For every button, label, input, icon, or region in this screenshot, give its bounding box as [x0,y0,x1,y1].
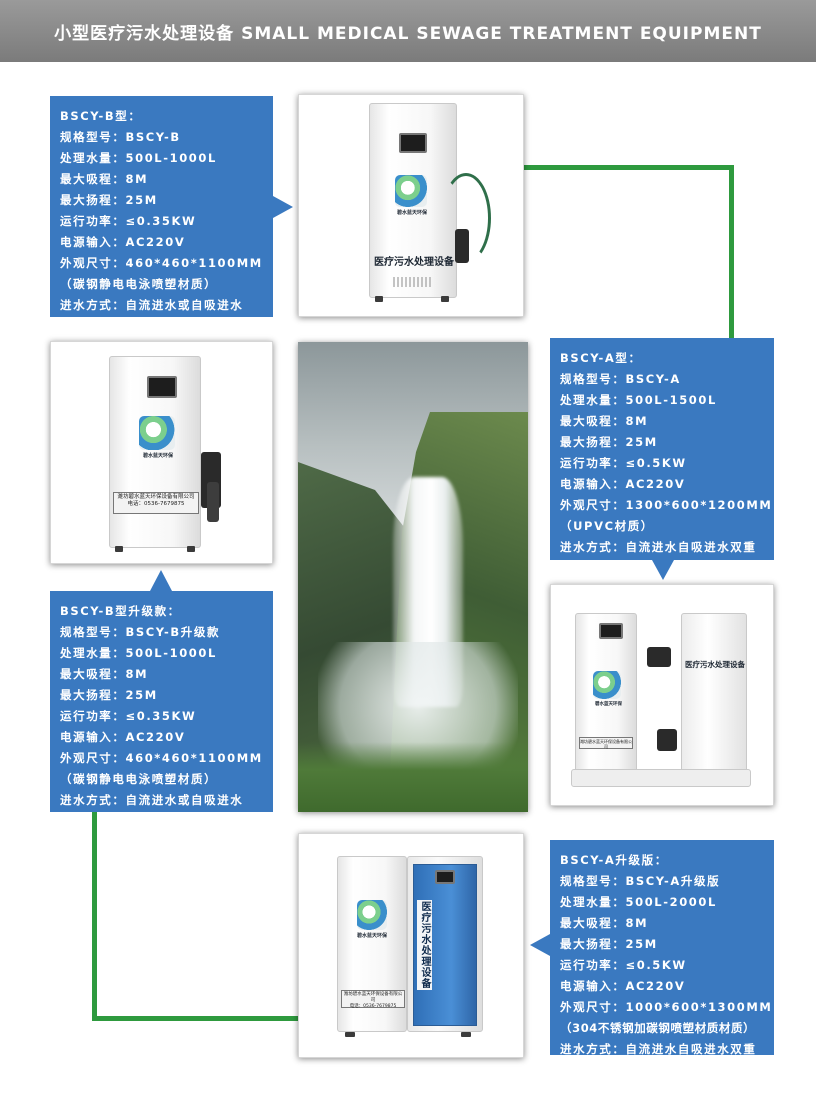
company-nameplate: 潍坊碧水蓝天环保设备有限公司 电话：0536-7679875 [341,990,405,1009]
spec-line: （碳钢静电电泳喷塑材质） [60,772,218,786]
spec-line: 最大吸程：8M [560,916,649,930]
machine-image: 碧水蓝天环保 潍坊碧水蓝天环保设备有限公司 医疗污水处理设备 [571,613,755,789]
connector-line [729,165,734,338]
spec-panel-bscy-b: BSCY-B型： 规格型号：BSCY-B 处理水量：500L-1000L 最大吸… [50,96,273,317]
spec-line: 最大扬程：25M [560,435,658,449]
spec-line: 外观尺寸：1300*600*1200MM [560,498,773,512]
company-name: 潍坊碧水蓝天环保设备有限公司 [343,992,403,1003]
spec-line: 最大扬程：25M [560,937,658,951]
product-photo-bscy-a: 碧水蓝天环保 潍坊碧水蓝天环保设备有限公司 医疗污水处理设备 [550,584,774,806]
pointer-arrow [652,560,674,580]
spec-line: BSCY-A型： [560,351,642,365]
spec-line: 处理水量：500L-1000L [60,151,217,165]
page-title: 小型医疗污水处理设备 SMALL MEDICAL SEWAGE TREATMEN… [54,23,762,44]
logo-text: 碧水蓝天环保 [595,702,622,707]
spec-line: 运行功率：≤0.35KW [60,214,197,228]
waterfall-photo [298,342,528,812]
product-photo-bscy-a-upgrade: 碧水蓝天环保 潍坊碧水蓝天环保设备有限公司 电话：0536-7679875 医疗… [298,833,524,1058]
spec-line: 处理水量：500L-2000L [560,895,717,909]
display-screen [435,870,455,884]
spec-line: （碳钢静电电泳喷塑材质） [60,277,218,291]
spec-line: （UPVC材质） [560,519,654,533]
logo-text: 碧水蓝天环保 [143,453,174,459]
company-nameplate: 潍坊碧水蓝天环保设备有限公司 [579,737,633,749]
product-photo-bscy-b-upgrade: 碧水蓝天环保 潍坊碧水蓝天环保设备有限公司 电话：0536-7679875 [50,341,273,564]
equipment-name-label: 医疗污水处理设备 [685,660,745,669]
spec-line: 最大扬程：25M [60,688,158,702]
spec-line: 最大扬程：25M [60,193,158,207]
company-name: 潍坊碧水蓝天环保设备有限公司 [580,739,632,749]
company-nameplate: 潍坊碧水蓝天环保设备有限公司 电话：0536-7679875 [113,492,199,514]
pump [657,729,677,751]
brand-logo [593,671,621,699]
spec-line: 运行功率：≤0.5KW [560,958,687,972]
company-phone: 电话：0536-7679875 [349,1004,397,1009]
spec-line: 运行功率：≤0.5KW [560,456,687,470]
spec-line: 最大吸程：8M [60,172,149,186]
equipment-name-label: 医疗污水处理设备 [417,900,432,990]
spec-line: 电源输入：AC220V [560,477,686,491]
spec-line: 外观尺寸：460*460*1100MM [60,751,263,765]
spec-line: 规格型号：BSCY-B [60,130,181,144]
spec-line: 规格型号：BSCY-B升级款 [60,625,221,639]
spec-line: 规格型号：BSCY-A升级版 [560,874,721,888]
logo-text: 碧水蓝天环保 [357,933,388,939]
blue-door [413,864,477,1026]
company-name: 潍坊碧水蓝天环保设备有限公司 [117,494,195,500]
spec-line: 外观尺寸：1000*600*1300MM [560,1000,773,1014]
spec-line: 电源输入：AC220V [560,979,686,993]
spec-line: 进水方式：自流进水或自吸进水 [60,298,244,312]
spec-line: BSCY-A升级版： [560,853,668,867]
pump [455,229,469,263]
display-screen [599,623,623,639]
pointer-arrow [530,934,550,956]
pipe [441,173,491,263]
spec-line: 运行功率：≤0.35KW [60,709,197,723]
spec-line: 最大吸程：8M [60,667,149,681]
display-screen [399,133,427,153]
spec-panel-bscy-b-upgrade: BSCY-B型升级款： 规格型号：BSCY-B升级款 处理水量：500L-100… [50,591,273,812]
spec-line: 进水方式：自流进水自吸进水双重 [560,1042,757,1056]
spec-line: BSCY-B型： [60,109,142,123]
spec-line: 规格型号：BSCY-A [560,372,681,386]
brand-logo [395,175,427,207]
machine-image: 碧水蓝天环保 潍坊碧水蓝天环保设备有限公司 电话：0536-7679875 医疗… [337,856,487,1052]
machine-image: 碧水蓝天环保 医疗污水处理设备 [369,103,499,308]
pointer-arrow [273,196,293,218]
logo-text: 碧水蓝天环保 [397,210,428,216]
pump [207,482,219,522]
spec-line: 进水方式：自流进水自吸进水双重 [560,540,757,554]
spec-line: 处理水量：500L-1000L [60,646,217,660]
connector-line [92,1016,302,1021]
connector-line [522,165,734,170]
vent [393,277,433,287]
brand-logo [139,416,175,450]
product-photo-bscy-b: 碧水蓝天环保 医疗污水处理设备 [298,94,524,317]
spec-line: 进水方式：自流进水或自吸进水 [60,793,244,807]
spec-line: BSCY-B型升级款： [60,604,181,618]
spec-panel-bscy-a-upgrade: BSCY-A升级版： 规格型号：BSCY-A升级版 处理水量：500L-2000… [550,840,774,1056]
pointer-arrow [150,570,172,591]
spec-panel-bscy-a: BSCY-A型： 规格型号：BSCY-A 处理水量：500L-1500L 最大吸… [550,338,774,560]
spec-line: 处理水量：500L-1500L [560,393,717,407]
pump [647,647,671,667]
spec-line: （304不锈钢加碳钢喷塑材质材质） [560,1021,756,1035]
display-screen [147,376,177,398]
machine-image: 碧水蓝天环保 潍坊碧水蓝天环保设备有限公司 电话：0536-7679875 [109,356,239,556]
company-phone: 电话：0536-7679875 [127,501,185,507]
spec-line: 电源输入：AC220V [60,730,186,744]
spec-line: 外观尺寸：460*460*1100MM [60,256,263,270]
spec-line: 电源输入：AC220V [60,235,186,249]
connector-line [92,811,97,1021]
brand-logo [357,900,387,930]
page-header: 小型医疗污水处理设备 SMALL MEDICAL SEWAGE TREATMEN… [0,0,816,62]
equipment-name-label: 医疗污水处理设备 [374,257,454,268]
spec-line: 最大吸程：8M [560,414,649,428]
